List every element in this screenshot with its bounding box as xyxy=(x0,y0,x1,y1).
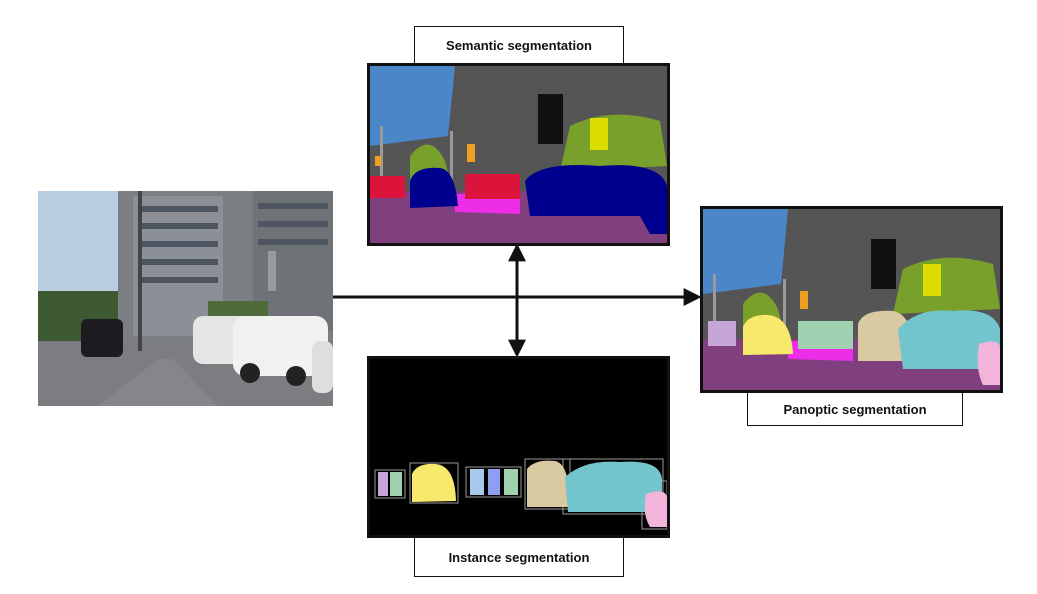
instance-segmentation-image xyxy=(367,356,670,538)
panoptic-mask-image xyxy=(703,209,1000,390)
street-photo-image xyxy=(38,191,333,406)
instance-segmentation-label: Instance segmentation xyxy=(414,537,624,577)
semantic-mask-image xyxy=(370,66,667,243)
panoptic-segmentation-label: Panoptic segmentation xyxy=(747,392,963,426)
panoptic-segmentation-image xyxy=(700,206,1003,393)
instance-mask-image xyxy=(370,359,667,535)
semantic-segmentation-image xyxy=(367,63,670,246)
semantic-segmentation-label: Semantic segmentation xyxy=(414,26,624,64)
input-street-image xyxy=(38,191,333,406)
